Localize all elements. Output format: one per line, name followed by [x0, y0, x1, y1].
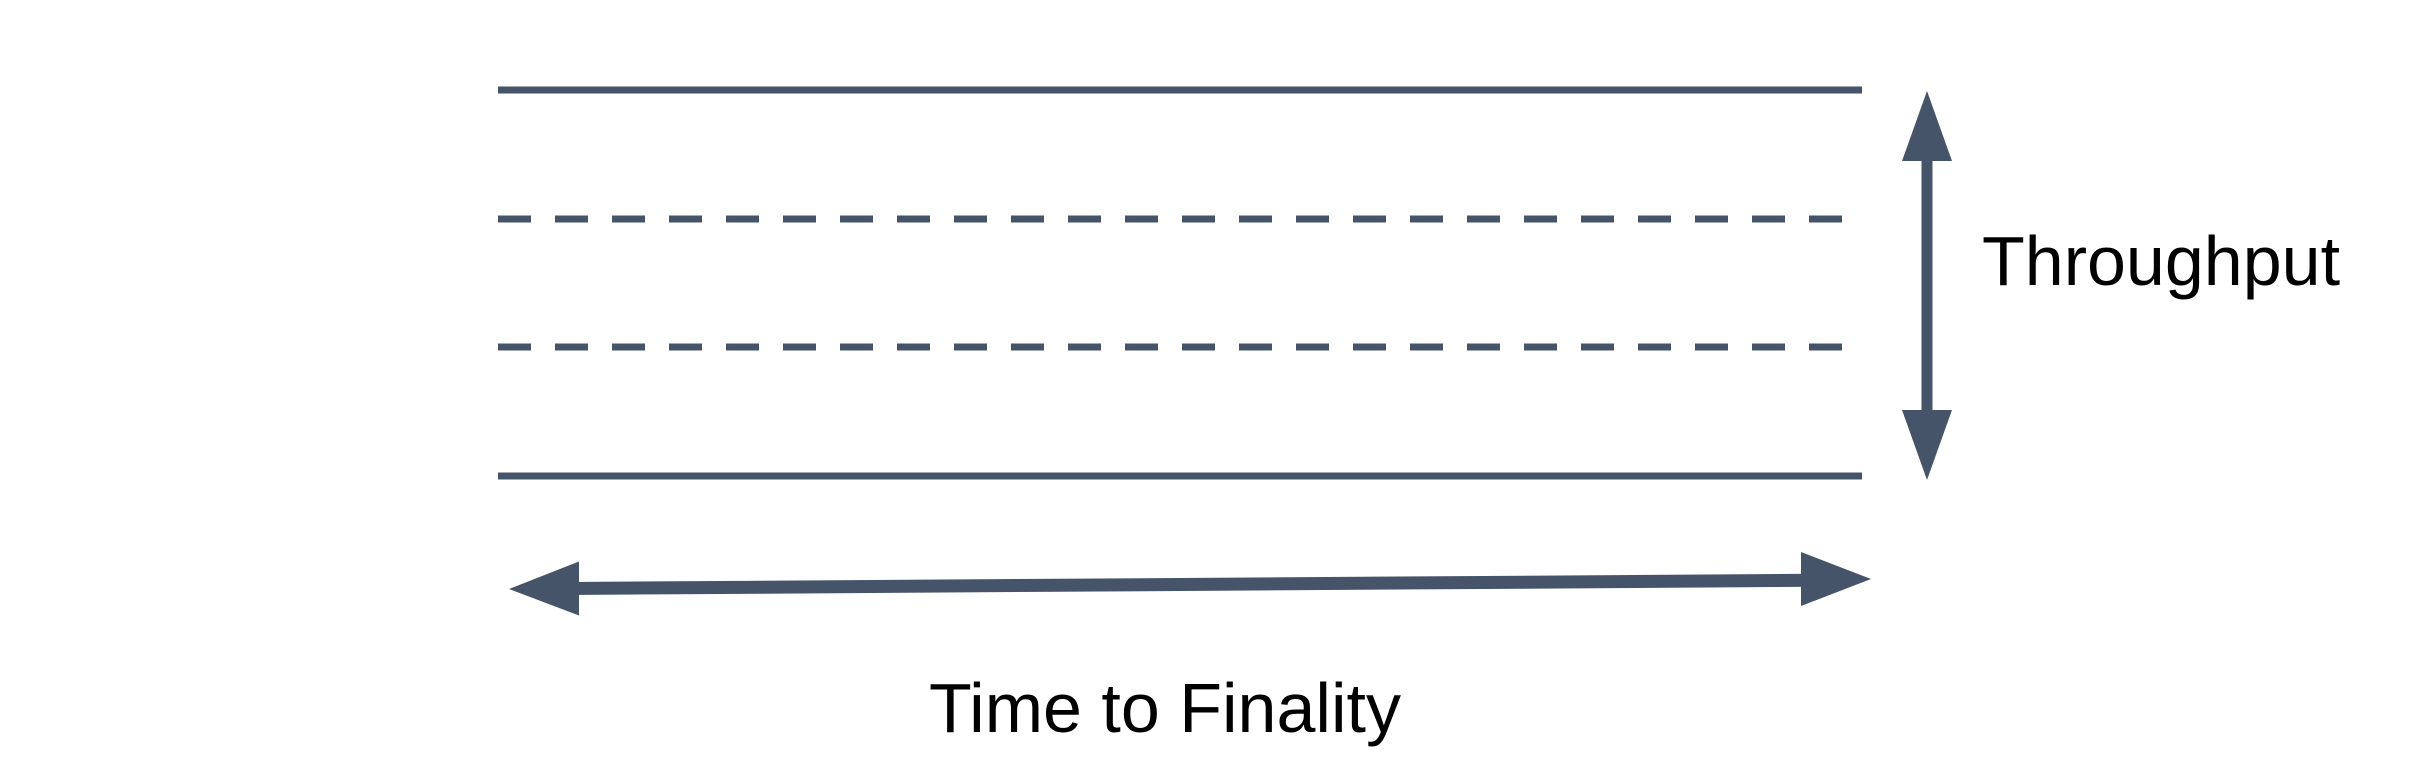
throughput-arrowhead-down-icon — [1902, 410, 1952, 480]
throughput-label: Throughput — [1982, 222, 2340, 300]
time-to-finality-double-arrow — [509, 552, 1871, 616]
time-to-finality-arrowhead-right-icon — [1801, 552, 1871, 606]
throughput-arrowhead-up-icon — [1902, 91, 1952, 161]
time-to-finality-arrowhead-left-icon — [509, 561, 579, 616]
time-to-finality-arrow-shaft — [565, 573, 1813, 595]
time-to-finality-label: Time to Finality — [929, 669, 1401, 747]
throughput-double-arrow — [1902, 91, 1952, 480]
